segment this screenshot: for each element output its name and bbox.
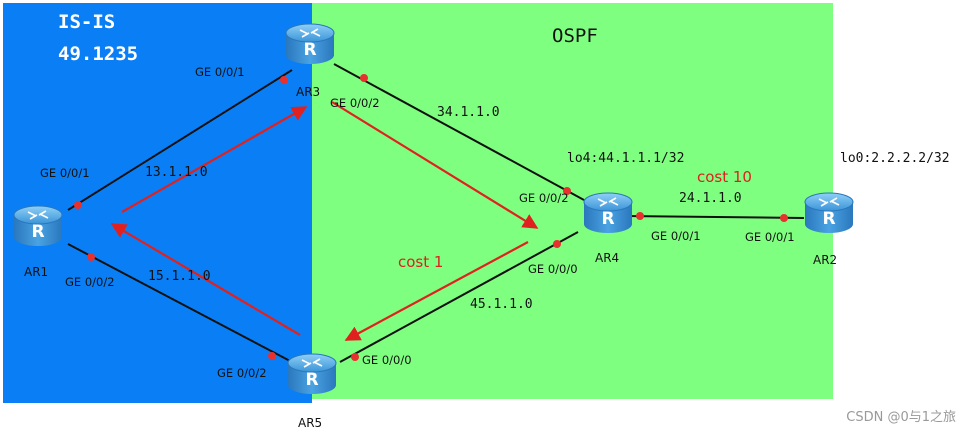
isis-area <box>3 3 312 403</box>
network-label-13: 13.1.1.0 <box>145 165 208 180</box>
iface-label-ar4-ge002: GE 0/0/2 <box>519 191 569 205</box>
port-dot <box>780 214 788 222</box>
router-label-ar5: AR5 <box>298 416 322 430</box>
iface-label-ar5-ge000: GE 0/0/0 <box>362 353 412 367</box>
link-ar4-ar2 <box>627 215 805 219</box>
router-ar5[interactable]: R <box>287 353 337 394</box>
iface-label-ar3-ge001: GE 0/0/1 <box>195 65 245 79</box>
network-label-15: 15.1.1.0 <box>148 269 211 284</box>
iface-label-ar1-ge002: GE 0/0/2 <box>65 275 115 289</box>
path-arrow-ar5-to-ar1 <box>110 223 301 336</box>
router-ar4[interactable]: R <box>583 192 633 233</box>
port-dot <box>636 212 644 220</box>
iface-label-ar4-ge000: GE 0/0/0 <box>528 262 578 276</box>
router-glyph-ar3: R <box>303 40 316 60</box>
ospf-area <box>312 3 833 399</box>
router-label-ar1: AR1 <box>24 265 48 279</box>
router-glyph-ar5: R <box>305 370 318 390</box>
isis-area-id: 49.1235 <box>58 43 138 65</box>
router-ar3[interactable]: R <box>285 23 335 64</box>
watermark: CSDN @0与1之旅 <box>846 410 956 425</box>
iface-label-ar2-ge001: GE 0/0/1 <box>745 230 795 244</box>
port-dot <box>351 353 359 361</box>
port-dot <box>268 352 276 360</box>
port-dot <box>74 201 82 209</box>
network-label-24: 24.1.1.0 <box>679 191 742 206</box>
link-ar4-ar5 <box>339 231 579 363</box>
port-dot <box>553 240 561 248</box>
router-glyph-ar4: R <box>601 209 614 229</box>
path-arrows <box>110 101 539 341</box>
ospf-title: OSPF <box>552 25 598 47</box>
link-ar3-ar4 <box>333 63 585 201</box>
path-arrow-ar4-to-ar5 <box>344 241 529 341</box>
port-dot <box>360 74 368 82</box>
router-label-ar2: AR2 <box>813 253 837 267</box>
path-arrow-ar3-to-ar4 <box>331 101 539 229</box>
port-dot <box>280 76 288 84</box>
isis-title: IS-IS <box>58 11 115 33</box>
iface-label-ar3-ge002: GE 0/0/2 <box>330 96 380 110</box>
links <box>67 63 805 363</box>
path-arrow-ar1-to-ar3 <box>121 106 308 213</box>
port-dot <box>563 187 571 195</box>
router-ar2[interactable]: R <box>804 192 854 233</box>
router-label-ar3: AR3 <box>296 85 320 99</box>
cost-label-ar4-ar5: cost 1 <box>398 253 443 271</box>
loopback-label-ar2: lo0:2.2.2.2/32 <box>840 151 950 166</box>
router-label-ar4: AR4 <box>595 251 619 265</box>
network-label-45: 45.1.1.0 <box>470 297 533 312</box>
router-glyph-ar2: R <box>822 209 835 229</box>
iface-label-ar5-ge002: GE 0/0/2 <box>217 366 267 380</box>
link-ar1-ar5 <box>67 243 293 363</box>
port-dot <box>87 253 95 261</box>
network-label-34: 34.1.1.0 <box>437 105 500 120</box>
link-ar1-ar3 <box>67 69 293 211</box>
router-ar1[interactable]: R <box>13 205 63 246</box>
router-glyph-ar1: R <box>31 222 44 242</box>
loopback-label-ar4: lo4:44.1.1.1/32 <box>567 151 684 166</box>
port-dots <box>74 74 788 361</box>
cost-label-ar4-ar2: cost 10 <box>697 168 752 186</box>
iface-label-ar4-ge001: GE 0/0/1 <box>651 229 701 243</box>
iface-label-ar1-ge001: GE 0/0/1 <box>40 166 90 180</box>
